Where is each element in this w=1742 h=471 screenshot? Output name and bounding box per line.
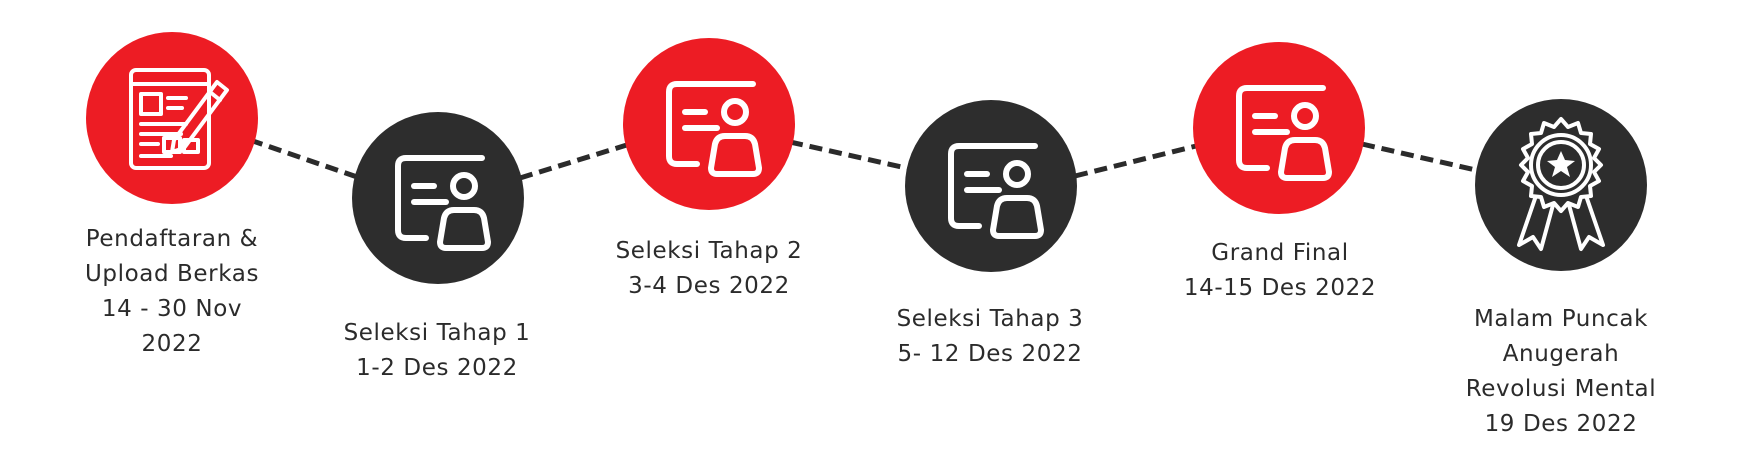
- id-card-icon: [1236, 85, 1332, 181]
- connector-line: [1361, 141, 1481, 174]
- step-date: 1-2 Des 2022: [356, 355, 518, 381]
- step-circle-seleksi-2: [623, 38, 795, 210]
- award-ribbon-icon: [1517, 117, 1605, 251]
- connector-line: [249, 137, 361, 181]
- step-title: Malam Puncak: [1473, 306, 1649, 332]
- step-title: Anugerah: [1502, 341, 1620, 367]
- id-card-icon: [666, 81, 762, 177]
- step-title: Seleksi Tahap 1: [343, 320, 531, 346]
- step-label-grand-final: Grand Final 14-15 Des 2022: [1160, 236, 1400, 306]
- id-card-icon: [948, 143, 1044, 239]
- connector-line: [1074, 142, 1201, 179]
- step-date: 14 - 30 Nov: [101, 296, 243, 322]
- step-label-seleksi-3: Seleksi Tahap 3 5- 12 Des 2022: [870, 302, 1110, 372]
- step-date: 14-15 Des 2022: [1183, 275, 1377, 301]
- step-circle-seleksi-3: [905, 100, 1077, 272]
- step-label-seleksi-1: Seleksi Tahap 1 1-2 Des 2022: [317, 316, 557, 386]
- step-date: 5- 12 Des 2022: [897, 341, 1083, 367]
- form-pencil-icon: [129, 68, 229, 170]
- step-circle-pendaftaran: [86, 32, 258, 204]
- step-circle-seleksi-1: [352, 112, 524, 284]
- step-date: 19 Des 2022: [1484, 411, 1638, 437]
- step-label-pendaftaran: Pendaftaran & Upload Berkas 14 - 30 Nov …: [52, 222, 292, 362]
- step-label-malam-puncak: Malam Puncak Anugerah Revolusi Mental 19…: [1441, 302, 1681, 442]
- connector-line: [519, 141, 631, 181]
- connector-line: [789, 139, 916, 173]
- step-title: Upload Berkas: [84, 261, 260, 287]
- step-title: Revolusi Mental: [1465, 376, 1657, 402]
- step-circle-grand-final: [1193, 42, 1365, 214]
- step-circle-malam-puncak: [1475, 99, 1647, 271]
- step-title: Seleksi Tahap 3: [896, 306, 1084, 332]
- id-card-icon: [395, 155, 491, 251]
- step-date: 2022: [141, 331, 203, 357]
- step-title: Grand Final: [1211, 240, 1349, 266]
- step-date: 3-4 Des 2022: [628, 273, 790, 299]
- step-title: Pendaftaran &: [85, 226, 259, 252]
- step-label-seleksi-2: Seleksi Tahap 2 3-4 Des 2022: [589, 234, 829, 304]
- step-title: Seleksi Tahap 2: [615, 238, 803, 264]
